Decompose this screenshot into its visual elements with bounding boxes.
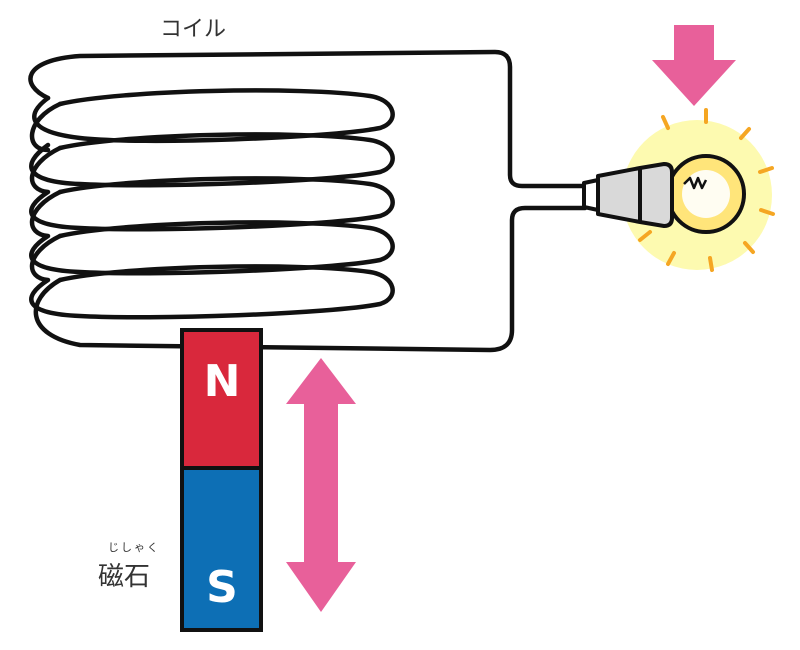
magnet-north — [182, 330, 261, 468]
magnet-south — [182, 468, 261, 630]
bulb-filament — [683, 176, 708, 190]
bulb-socket — [596, 162, 674, 228]
coil-loop — [29, 101, 395, 188]
coil-loop — [29, 189, 395, 276]
coil-loop — [29, 145, 395, 232]
bulb-rays — [638, 108, 775, 272]
coil-loop — [29, 233, 395, 320]
double-arrow-vertical-icon — [286, 358, 356, 612]
magnet-label: 磁石 — [98, 562, 150, 592]
light-bulb-icon — [582, 108, 775, 272]
coil-loop — [32, 88, 395, 144]
coil-wire-top — [28, 49, 588, 189]
bar-magnet: N S — [180, 328, 263, 632]
arrow-down-icon — [652, 25, 736, 106]
magnet-ruby: じしゃく — [108, 541, 160, 554]
coil-label: コイル — [160, 17, 226, 42]
magnet-north-label: N — [204, 356, 241, 407]
magnet-south-label: S — [206, 562, 238, 613]
coil — [28, 49, 588, 353]
coil-wire-bottom — [33, 205, 588, 353]
